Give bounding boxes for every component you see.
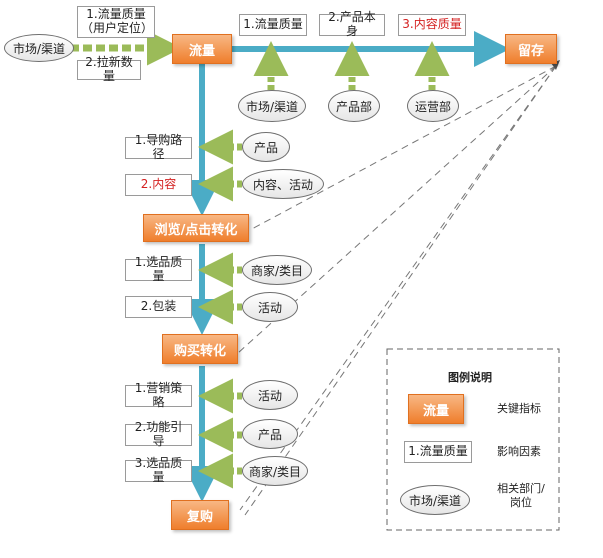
legend-kpi-sample: 流量 [408, 394, 464, 424]
kpi-repurchase: 复购 [171, 500, 229, 530]
browse-factor-guide-path: 1.导购路径 [125, 133, 192, 161]
repurchase-factor-selection-quality: 3.选品质量 [125, 456, 192, 484]
top-dept-arrows [253, 41, 450, 90]
top-factor-product-itself: 2.产品本身 [319, 10, 385, 38]
left-factor-new-users: 2.拉新数量 [77, 55, 141, 83]
kpi-traffic: 流量 [172, 34, 232, 64]
legend-dept-sample: 市场/渠道 [400, 485, 470, 515]
repurchase-dept-activity: 活动 [242, 380, 298, 410]
top-dept-operations: 运营部 [407, 90, 459, 122]
top-dept-product: 产品部 [328, 90, 380, 122]
purchase-factor-packaging: 2.包装 [125, 296, 192, 318]
purchase-dept-merchant-category: 商家/类目 [242, 255, 312, 285]
repurchase-factor-marketing-strategy: 1.营销策略 [125, 381, 192, 409]
left-factor-traffic-quality-line2: （用户定位） [81, 21, 154, 35]
legend-factor-sample: 1.流量质量 [404, 441, 472, 463]
side-dept-arrows [198, 129, 242, 489]
top-factor-content-quality: 3.内容质量 [398, 14, 466, 36]
top-factor-traffic-quality: 1.流量质量 [239, 14, 307, 36]
repurchase-dept-product: 产品 [242, 419, 298, 449]
legend-dept-desc: 相关部门/ 岗位 [494, 482, 548, 511]
kpi-browse-click-conversion: 浏览/点击转化 [143, 214, 249, 242]
source-market-channel: 市场/渠道 [4, 34, 74, 62]
legend-dept-desc-line1: 相关部门/ [497, 482, 545, 495]
retention-dashed-links [237, 65, 557, 516]
repurchase-factor-feature-guide: 2.功能引导 [125, 420, 192, 448]
browse-factor-content: 2.内容 [125, 174, 192, 196]
top-dept-market-channel: 市场/渠道 [238, 90, 306, 122]
kpi-retention: 留存 [505, 34, 557, 64]
browse-dept-content-activity: 内容、活动 [242, 169, 324, 199]
legend-title: 图例说明 [448, 371, 492, 384]
left-factor-traffic-quality: 1.流量质量 （用户定位） [77, 6, 155, 38]
legend-factor-desc: 影响因素 [497, 445, 541, 458]
left-factor-traffic-quality-line1: 1.流量质量 [86, 7, 146, 22]
repurchase-dept-merchant-category: 商家/类目 [242, 456, 308, 486]
purchase-factor-selection-quality: 1.选品质量 [125, 255, 192, 283]
legend-kpi-desc: 关键指标 [497, 402, 541, 415]
browse-dept-product: 产品 [242, 132, 290, 162]
legend-dept-desc-line2: 岗位 [510, 496, 532, 510]
kpi-purchase-conversion: 购买转化 [162, 334, 238, 364]
purchase-dept-activity: 活动 [242, 292, 298, 322]
